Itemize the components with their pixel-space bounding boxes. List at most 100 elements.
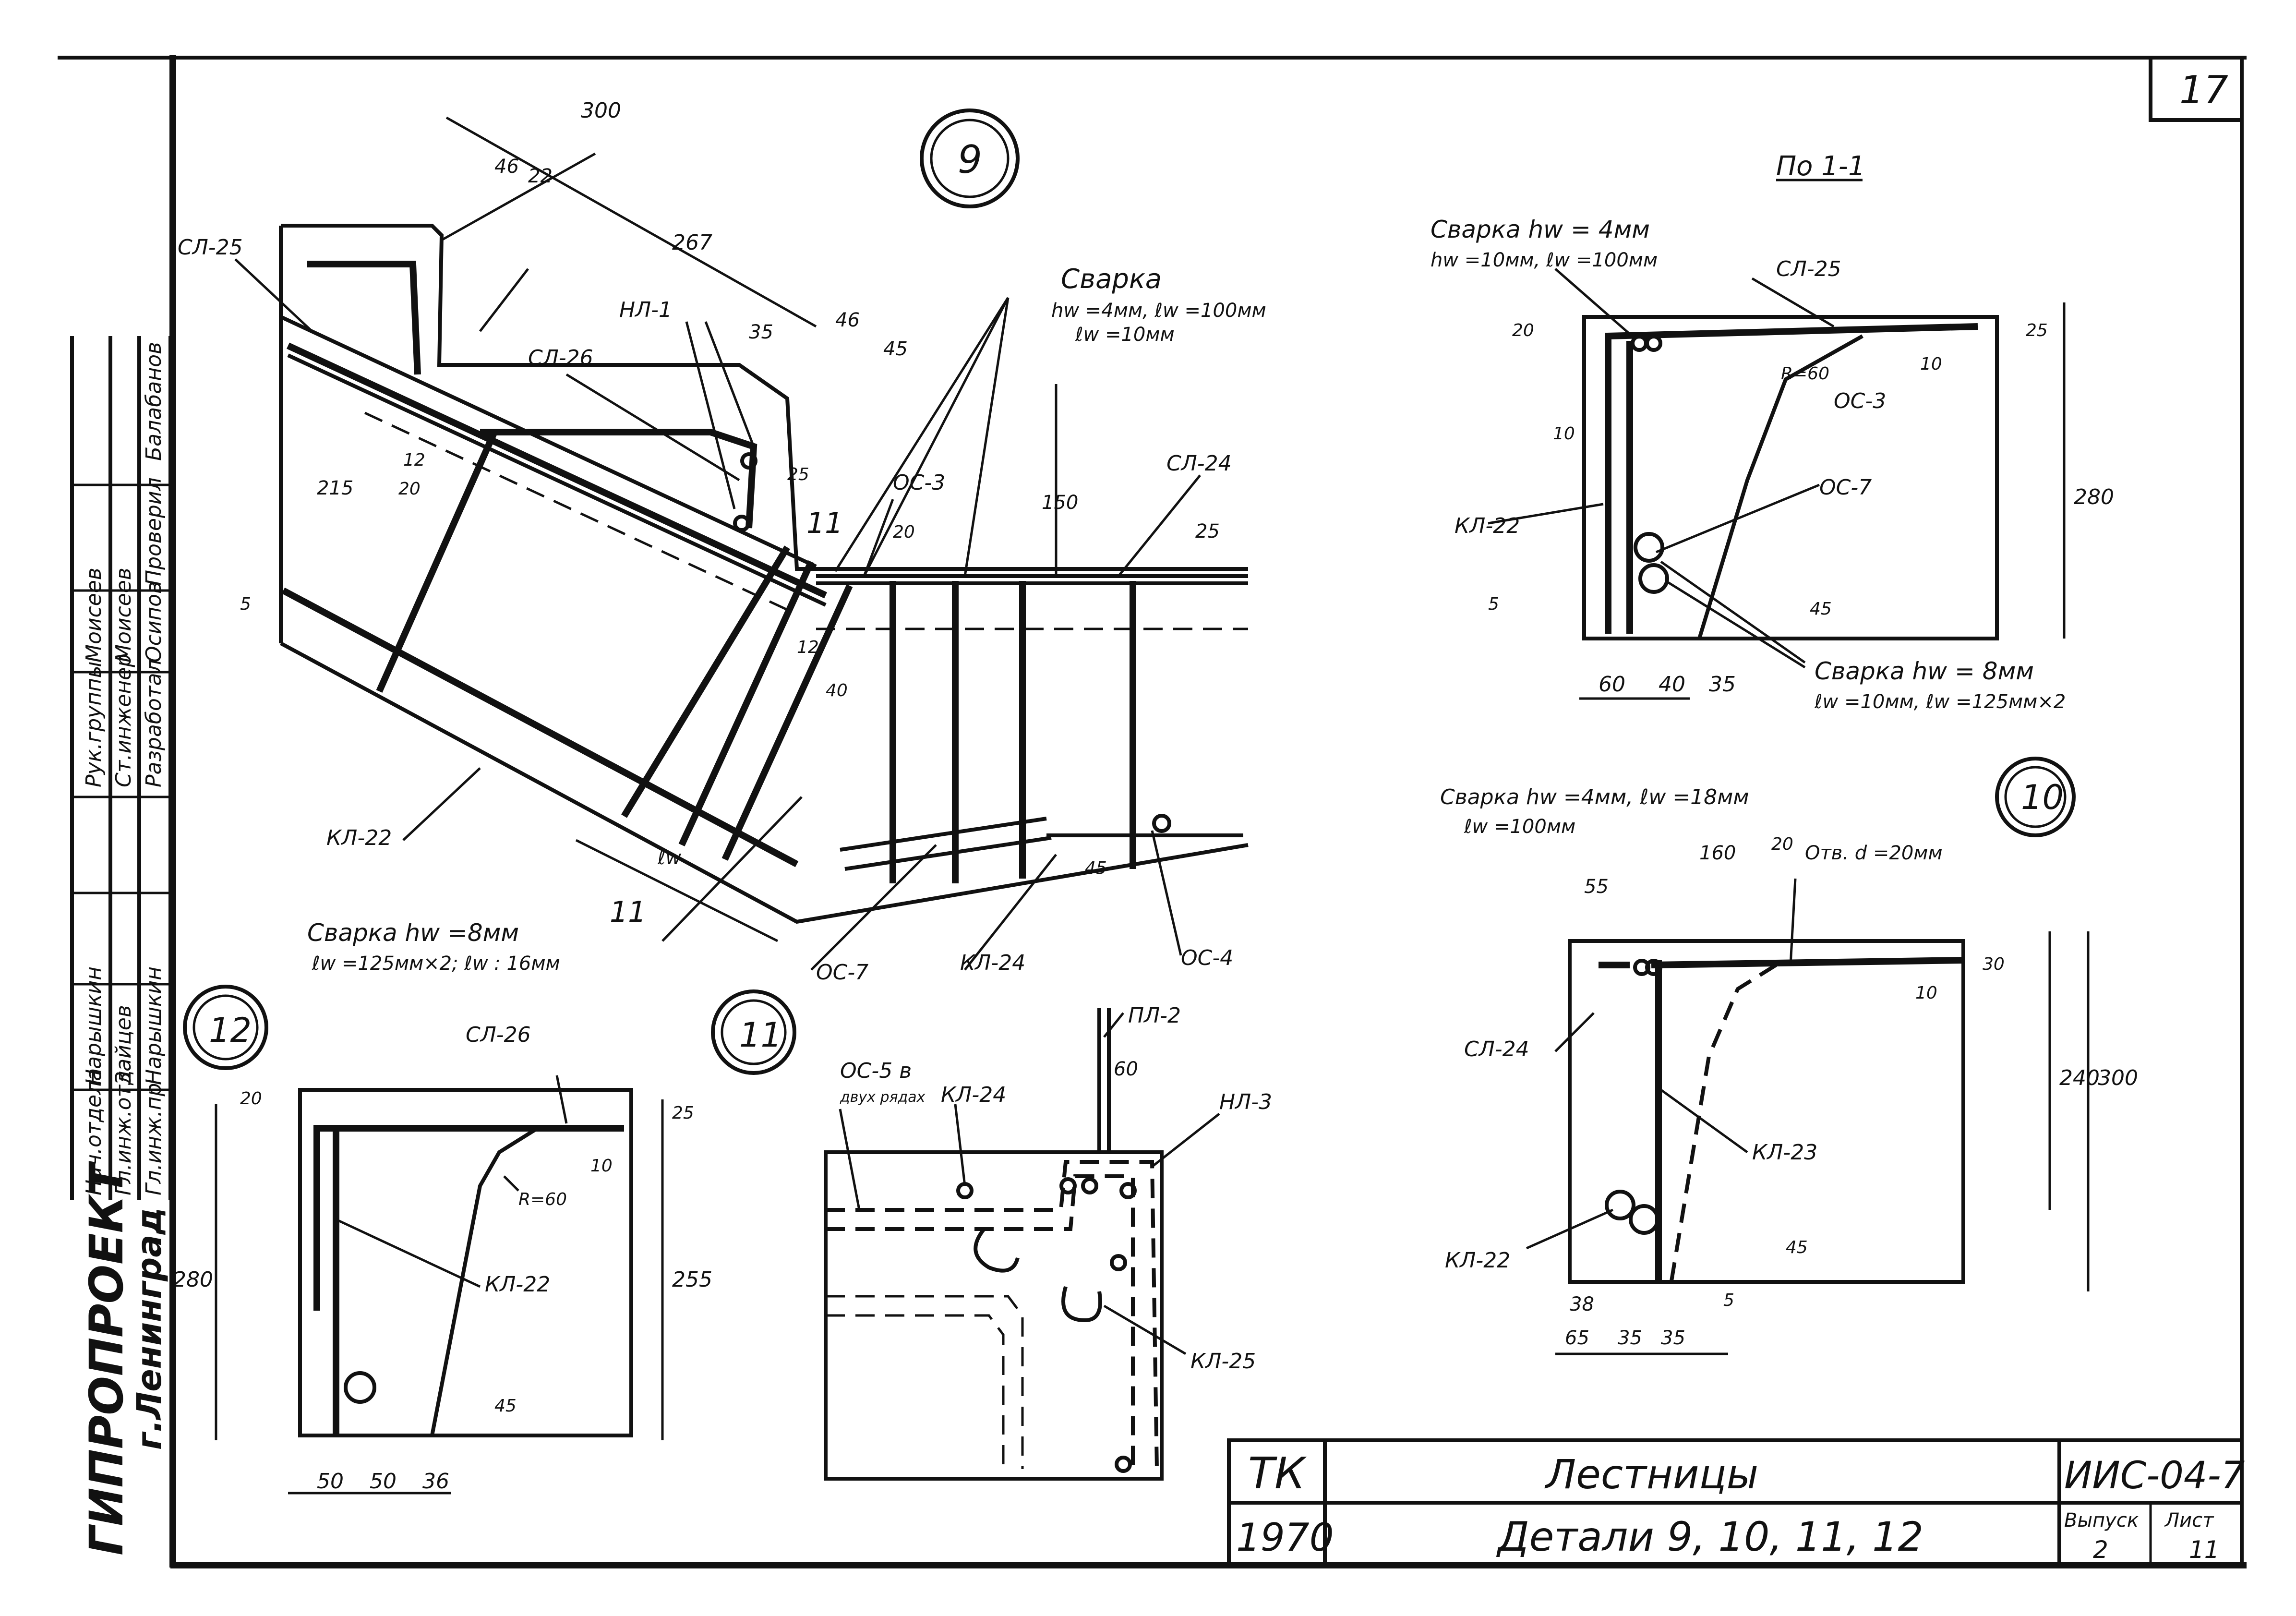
d9-dim-46: 46: [494, 156, 519, 178]
s11-dim-280: 280: [2074, 485, 2114, 509]
d12-dim-255: 255: [672, 1267, 712, 1292]
stamp-row-2: Гл.инж.пр Нарышкин: [142, 966, 166, 1195]
stamp-name: Моисеев: [82, 567, 106, 663]
d9-dim-215: 215: [317, 477, 353, 499]
d11-label-os5: ОС-5 в: [840, 1059, 912, 1083]
s11-weld-top-1: Сварка hw = 4мм: [1430, 216, 1650, 243]
s11-dim-25: 25: [2026, 321, 2048, 340]
d11-dim-60: 60: [1114, 1058, 1138, 1080]
d12-label-r: R=60: [518, 1190, 567, 1209]
d10-dim-10: 10: [1915, 983, 1937, 1003]
d9-dim-46b: 46: [835, 309, 860, 331]
d10-dim-45: 45: [1786, 1238, 1808, 1257]
s11-dim-45: 45: [1810, 599, 1832, 619]
d12-dim-20: 20: [240, 1089, 262, 1109]
d10-dim-300: 300: [2098, 1066, 2138, 1090]
d10-dim-35b: 35: [1661, 1327, 1685, 1349]
s11-label-r: R=60: [1781, 364, 1829, 384]
d12-dim-280: 280: [173, 1267, 213, 1292]
d11-label-kl24: КЛ-24: [941, 1083, 1006, 1107]
d9-weld-top-2: hw =4мм, ℓw =100мм: [1051, 300, 1266, 322]
d9-cut-mark-bottom: 11: [610, 895, 646, 929]
stamp-name: Нарышкин: [142, 966, 166, 1085]
section-title: По 1-1: [1776, 151, 1865, 182]
d9-dim-150: 150: [1042, 492, 1078, 514]
s11-dim-60: 60: [1599, 672, 1625, 697]
stamp-name: Зайцев: [111, 1005, 136, 1085]
d9-dim-25: 25: [1195, 520, 1220, 543]
d10-label-kl23: КЛ-23: [1752, 1140, 1817, 1165]
s11-label-os7: ОС-7: [1819, 475, 1872, 500]
d10-label-kl22: КЛ-22: [1445, 1248, 1510, 1273]
s11-dim-5: 5: [1488, 594, 1499, 614]
stamp-row-6: Проверил Балабанов: [142, 342, 166, 586]
d10-label-sl24: СЛ-24: [1464, 1037, 1529, 1061]
left-stamp: [70, 336, 172, 1200]
section-1-1: [1488, 179, 2066, 700]
org-name: ГИПРОПРОЕКТ: [80, 1161, 133, 1556]
d9-weld-bot-1: Сварка hw =8мм: [307, 919, 519, 947]
stamp-name: Нарышкин: [82, 966, 106, 1085]
d9-weld-top-1: Сварка: [1061, 264, 1162, 295]
detail-12: [183, 985, 664, 1495]
stamp-role: Нач.отдела: [82, 1068, 106, 1195]
title-year: 1970: [1236, 1515, 1334, 1560]
d9-dim-5: 5: [240, 594, 251, 614]
org-city-block: г.Ленинград: [130, 1207, 169, 1450]
stamp-role: Проверил: [142, 477, 166, 586]
title-block: [1227, 1438, 2244, 1567]
d11-label-os5b: двух рядах: [840, 1089, 926, 1106]
stamp-name: Балабанов: [142, 342, 166, 461]
d9-dim-22: 22: [528, 165, 553, 187]
d9-lw: ℓw: [657, 847, 682, 869]
detail-12-number: 12: [209, 1011, 252, 1050]
d10-dim-38: 38: [1570, 1293, 1594, 1315]
d11-label-nl3: НЛ-3: [1219, 1090, 1272, 1114]
detail-10-number: 10: [2021, 778, 2064, 817]
s11-dim-35: 35: [1709, 672, 1736, 697]
d12-dim-45: 45: [494, 1396, 517, 1416]
d10-dim-240: 240: [2059, 1066, 2100, 1090]
d9-dim-45b: 45: [1085, 858, 1107, 878]
detail-11-number: 11: [739, 1015, 782, 1055]
d10-label-hole: Отв. d =20мм: [1805, 842, 1943, 864]
d10-weld-2: ℓw =100мм: [1464, 816, 1575, 838]
stamp-role: Ст.инженер: [111, 654, 136, 787]
d9-label-nl1: НЛ-1: [619, 298, 672, 322]
d12-dim-50a: 50: [317, 1469, 344, 1494]
sheet-corner-number: 17: [2179, 68, 2228, 112]
d9-dim-12b: 12: [797, 638, 819, 657]
d10-dim-65: 65: [1565, 1327, 1589, 1349]
d9-weld-top-3: ℓw =10мм: [1075, 324, 1175, 346]
detail-9-number: 9: [958, 137, 982, 182]
stamp-row-0: Нач.отдела Нарышкин: [82, 966, 106, 1195]
d11-label-pl2: ПЛ-2: [1128, 1003, 1181, 1028]
d9-label-sl25: СЛ-25: [178, 235, 243, 260]
d10-dim-160: 160: [1699, 842, 1736, 864]
stamp-row-5: Разработал Осипов: [142, 581, 166, 787]
org-block: ГИПРОПРОЕКТ: [80, 1161, 133, 1556]
d9-dim-35: 35: [749, 321, 773, 343]
s11-dim-20: 20: [1512, 321, 1534, 340]
stamp-row-1: Гл.инж.отд Зайцев: [111, 1005, 136, 1195]
d9-dim-20: 20: [398, 479, 421, 499]
s11-weld-bot-2: ℓw =10мм, ℓw =125мм×2: [1814, 691, 2066, 713]
d9-weld-bot-2: ℓw =125мм×2; ℓw : 16мм: [312, 953, 560, 975]
d9-dim-25b: 25: [787, 465, 809, 484]
d9-cut-mark-top: 11: [806, 507, 843, 540]
issue-label: Выпуск: [2064, 1509, 2139, 1532]
stamp-row-4: Ст.инженер Моисеев: [111, 567, 136, 787]
s11-label-kl22: КЛ-22: [1455, 514, 1520, 538]
d12-dim-10: 10: [590, 1156, 613, 1176]
s11-dim-40: 40: [1659, 672, 1685, 697]
d9-dim-45: 45: [883, 338, 908, 360]
title-sub: Детали 9, 10, 11, 12: [1496, 1513, 1923, 1560]
d10-dim-55: 55: [1584, 876, 1609, 898]
d9-label-os4: ОС-4: [1181, 946, 1233, 970]
stamp-name: Осипов: [142, 581, 166, 663]
d9-dim-40: 40: [826, 681, 848, 700]
title-code: ИИС-04-7: [2064, 1454, 2245, 1497]
sheet-frame: [58, 55, 2247, 1568]
d9-label-os3: ОС-3: [893, 470, 945, 495]
d9-dim-267: 267: [672, 230, 712, 255]
